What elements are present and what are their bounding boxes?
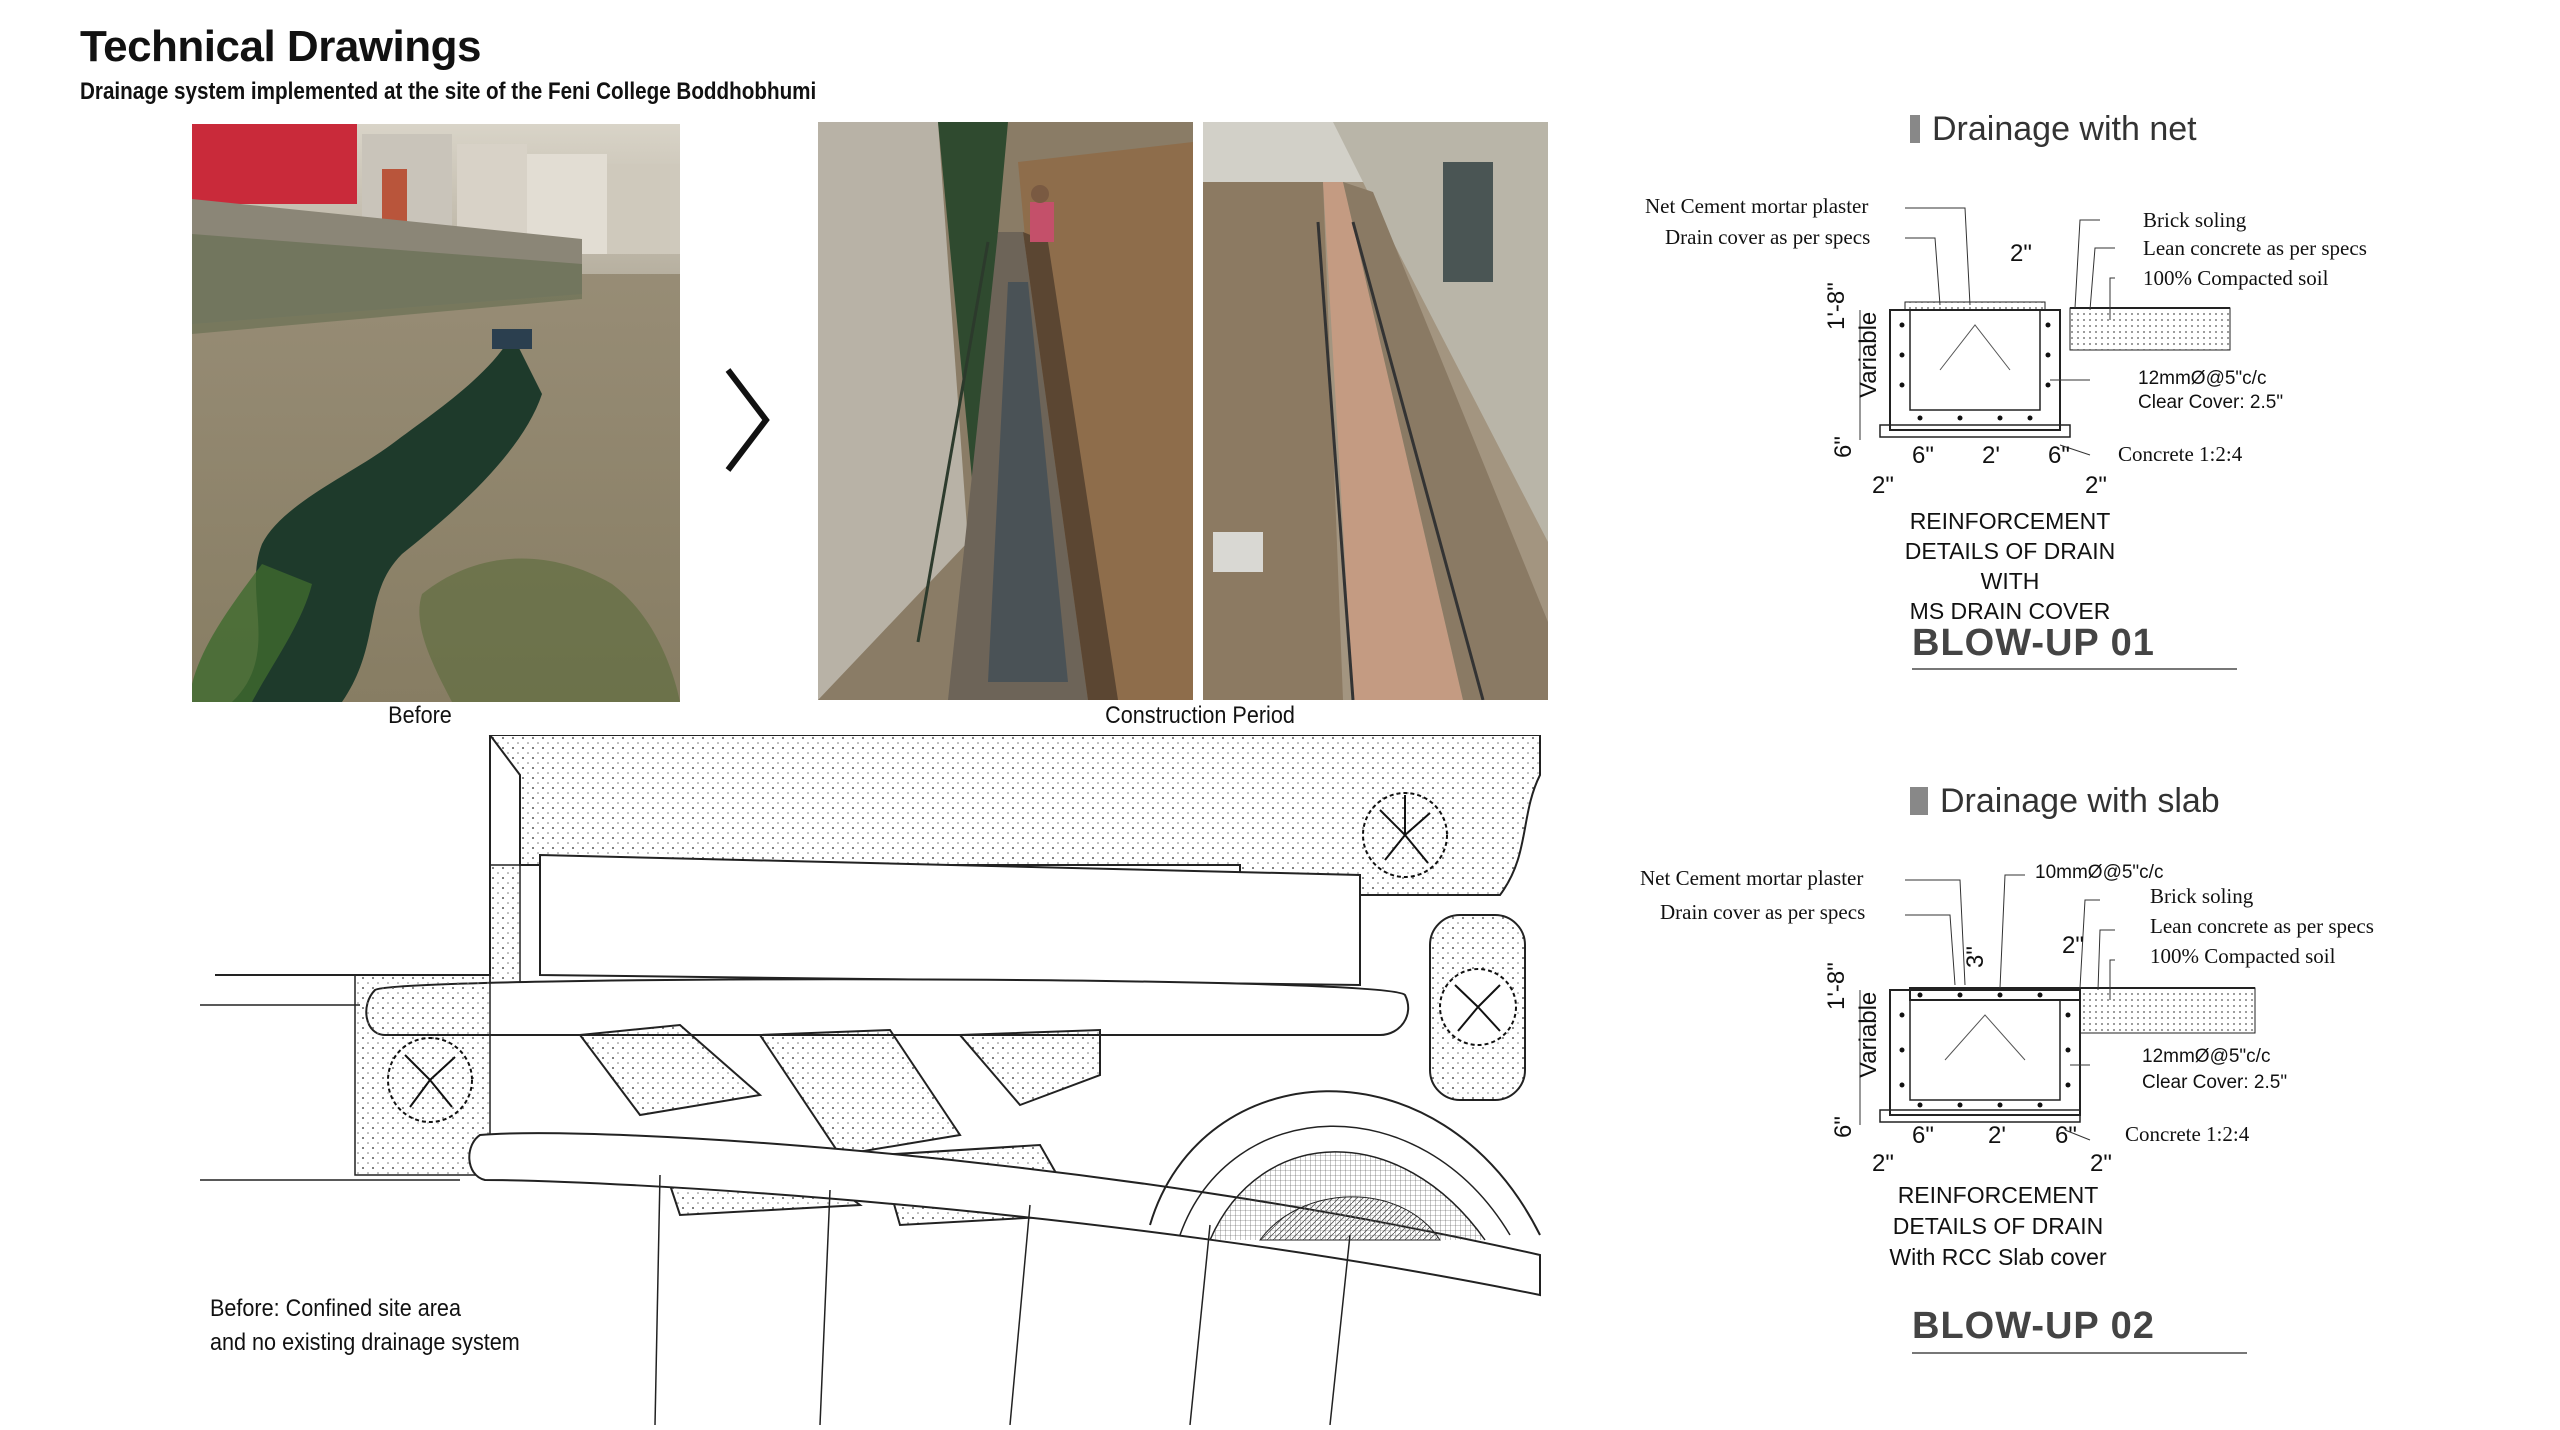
section-marker-icon xyxy=(1910,115,1920,143)
site-plan-note: Before: Confined site area and no existi… xyxy=(210,1292,520,1360)
section-title-text: Drainage with net xyxy=(1932,110,2197,148)
page-title: Technical Drawings xyxy=(80,22,481,71)
section-title-text: Drainage with slab xyxy=(1940,782,2220,820)
site-plan-drawing xyxy=(124,734,1550,1426)
caption-line: DETAILS OF DRAIN xyxy=(1892,1213,2104,1239)
label-net-plaster: Net Cement mortar plaster xyxy=(1640,866,1864,890)
label-rebar: 12mmØ@5"c/c xyxy=(2138,368,2267,389)
label-clear-cover: Clear Cover: 2.5" xyxy=(2138,392,2284,413)
caption-line: REINFORCEMENT xyxy=(1909,508,2111,534)
dim-w1: 6" xyxy=(1912,442,1934,469)
label-drain-cover: Drain cover as per specs xyxy=(1660,900,1866,924)
drain-section-detail-2 xyxy=(1620,860,2420,1190)
label-clear-cover: Clear Cover: 2.5" xyxy=(2142,1072,2288,1093)
label-rebar: 12mmØ@5"c/c xyxy=(2142,1046,2271,1067)
dim-height: 1'-8" xyxy=(1823,962,1850,1010)
label-drain-cover: Drain cover as per specs xyxy=(1665,225,1871,249)
dim-base: 6" xyxy=(1830,436,1857,458)
caption-line: DETAILS OF DRAIN WITH xyxy=(1904,538,2116,594)
dim-w2: 2' xyxy=(1982,442,2000,469)
dim-variable: Variable xyxy=(1855,311,1882,398)
blowup-label-1: BLOW-UP 01 xyxy=(1912,622,2155,664)
caption-line: MS DRAIN COVER xyxy=(1909,598,2111,624)
site-plan-note-line-2: and no existing drainage system xyxy=(210,1329,520,1356)
before-photo xyxy=(192,124,680,702)
label-compacted-soil: 100% Compacted soil xyxy=(2143,266,2329,290)
label-concrete: Concrete 1:2:4 xyxy=(2118,442,2243,466)
dim-b1: 2" xyxy=(1872,472,1894,499)
detail-caption-2: REINFORCEMENT DETAILS OF DRAIN With RCC … xyxy=(1868,1180,2128,1273)
dim-top-a: 3" xyxy=(1962,946,1989,968)
before-caption: Before xyxy=(388,702,452,729)
dim-b2: 2" xyxy=(2090,1150,2112,1177)
blowup-underline-2 xyxy=(1912,1352,2247,1354)
label-net-plaster: Net Cement mortar plaster xyxy=(1645,194,1869,218)
section-title-drainage-net: Drainage with net xyxy=(1910,110,2197,149)
label-lean-concrete: Lean concrete as per specs xyxy=(2143,236,2367,260)
label-top-rebar: 10mmØ@5"c/c xyxy=(2035,862,2164,883)
detail-caption-1: REINFORCEMENT DETAILS OF DRAIN WITH MS D… xyxy=(1880,506,2140,626)
dim-b2: 2" xyxy=(2085,472,2107,499)
dim-top: 2" xyxy=(2010,240,2032,267)
construction-photo-1 xyxy=(818,122,1193,700)
dim-height: 1'-8" xyxy=(1823,282,1850,330)
section-title-drainage-slab: Drainage with slab xyxy=(1910,782,2220,821)
drain-section-detail-1 xyxy=(1620,180,2420,510)
section-marker-icon xyxy=(1910,787,1928,815)
label-compacted-soil: 100% Compacted soil xyxy=(2150,944,2336,968)
label-brick-soling: Brick soling xyxy=(2143,208,2247,232)
dim-w3: 6" xyxy=(2055,1122,2077,1149)
dim-base: 6" xyxy=(1830,1116,1857,1138)
dim-variable: Variable xyxy=(1855,991,1882,1078)
page-subtitle: Drainage system implemented at the site … xyxy=(80,78,817,105)
dim-b1: 2" xyxy=(1872,1150,1894,1177)
label-concrete: Concrete 1:2:4 xyxy=(2125,1122,2250,1146)
dim-top-b: 2" xyxy=(2062,932,2084,959)
label-lean-concrete: Lean concrete as per specs xyxy=(2150,914,2374,938)
dim-w1: 6" xyxy=(1912,1122,1934,1149)
construction-photo-2 xyxy=(1203,122,1548,700)
arrow-right-icon xyxy=(718,350,778,480)
caption-line: REINFORCEMENT xyxy=(1897,1182,2099,1208)
site-plan-note-line-1: Before: Confined site area xyxy=(210,1295,461,1322)
label-brick-soling: Brick soling xyxy=(2150,884,2254,908)
caption-line: With RCC Slab cover xyxy=(1889,1244,2107,1270)
dim-w2: 2' xyxy=(1988,1122,2006,1149)
construction-caption: Construction Period xyxy=(1105,702,1295,729)
blowup-underline-1 xyxy=(1912,668,2237,670)
blowup-label-2: BLOW-UP 02 xyxy=(1912,1305,2155,1347)
dim-w3: 6" xyxy=(2048,442,2070,469)
